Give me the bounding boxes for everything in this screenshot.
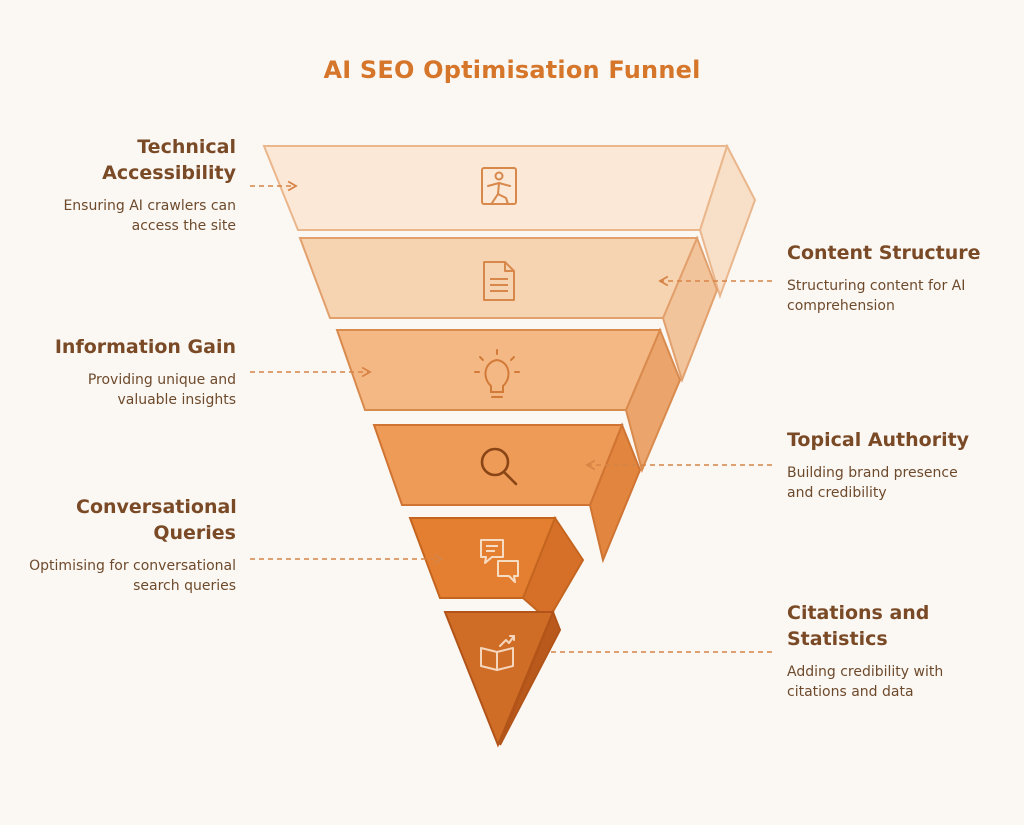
- stage-description: Ensuring AI crawlers can access the site: [63, 198, 236, 234]
- stage-heading: Content Structure: [787, 242, 981, 264]
- stage-information-gain: Information Gain Providing unique and va…: [16, 334, 236, 410]
- funnel-layer-1: [262, 143, 757, 300]
- stage-heading: Information Gain: [54, 336, 236, 358]
- stage-technical-accessibility: Technical Accessibility Ensuring AI craw…: [16, 134, 236, 236]
- funnel-layer-4: [372, 422, 642, 564]
- stage-description: Structuring content for AI comprehension: [787, 278, 966, 314]
- funnel-layer-5: [408, 515, 585, 622]
- stage-topical-authority: Topical Authority Building brand presenc…: [787, 427, 987, 503]
- document-icon: [483, 261, 515, 301]
- stage-content-structure: Content Structure Structuring content fo…: [787, 240, 987, 316]
- stage-description: Providing unique and valuable insights: [87, 372, 236, 408]
- accessibility-icon: [481, 167, 517, 205]
- lightbulb-icon: [474, 349, 520, 398]
- stage-conversational-queries: Conversational Queries Optimising for co…: [16, 494, 237, 596]
- diagram-title: AI SEO Optimisation Funnel: [323, 56, 701, 84]
- stage-heading: Technical Accessibility: [102, 136, 236, 184]
- stage-heading: Citations and Statistics: [787, 602, 930, 650]
- stage-heading: Topical Authority: [787, 429, 970, 451]
- stage-citations-statistics: Citations and Statistics Adding credibil…: [787, 600, 977, 702]
- stage-description: Building brand presence and credibility: [787, 465, 958, 501]
- funnel-layer-3: [335, 327, 682, 474]
- stage-description: Adding credibility with citations and da…: [787, 664, 944, 700]
- magnifier-icon: [480, 447, 518, 486]
- book-chart-icon: [480, 635, 515, 671]
- funnel-layer-6: [443, 609, 562, 748]
- stage-heading: Conversational Queries: [76, 496, 237, 544]
- chat-bubbles-icon: [480, 539, 519, 583]
- stage-description: Optimising for conversational search que…: [29, 558, 236, 594]
